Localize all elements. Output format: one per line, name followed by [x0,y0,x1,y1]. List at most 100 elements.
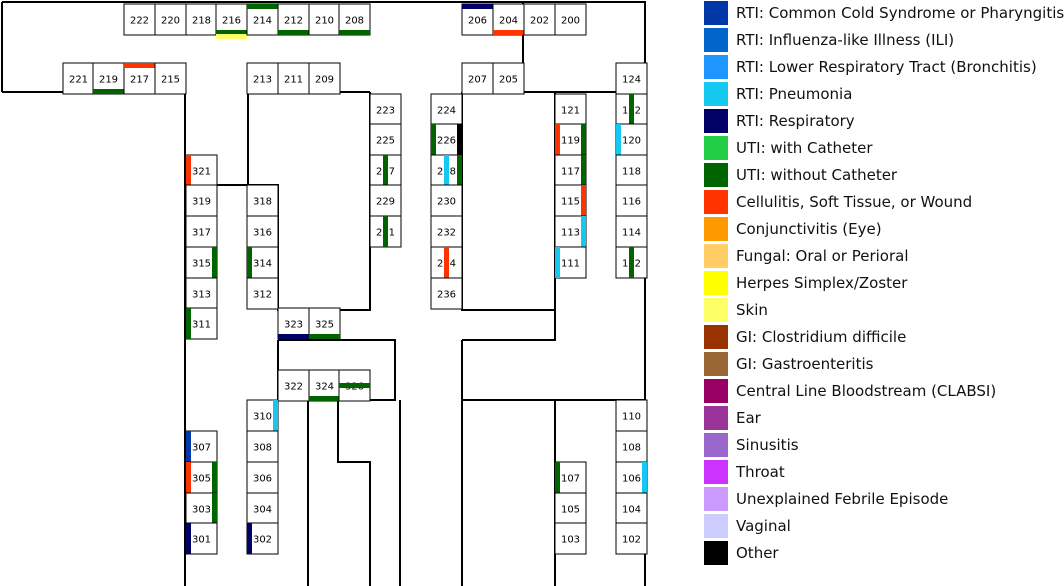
room-229[interactable]: 229 [369,184,402,217]
room-box[interactable] [185,277,218,310]
room-316[interactable]: 316 [246,215,279,248]
room-236[interactable]: 236 [430,277,463,310]
room-212[interactable]: 212 [277,3,310,36]
room-box[interactable] [615,215,648,248]
room-216[interactable]: 216 [215,3,248,39]
room-box[interactable] [154,62,187,95]
room-106[interactable]: 106 [615,461,648,494]
room-box[interactable] [492,62,525,95]
room-207[interactable]: 207 [461,62,494,95]
room-305[interactable]: 305 [185,461,218,494]
room-box[interactable] [615,399,648,432]
room-227[interactable]: 227 [369,154,402,187]
room-box[interactable] [615,461,648,494]
room-224[interactable]: 224 [430,93,463,126]
room-124[interactable]: 124 [615,62,648,95]
room-114[interactable]: 114 [615,215,648,248]
room-214[interactable]: 214 [246,3,279,36]
room-box[interactable] [308,307,341,340]
room-116[interactable]: 116 [615,184,648,217]
room-303[interactable]: 303 [185,492,218,525]
room-211[interactable]: 211 [277,62,310,95]
room-box[interactable] [185,3,218,36]
room-215[interactable]: 215 [154,62,187,95]
room-202[interactable]: 202 [523,3,556,36]
room-323[interactable]: 323 [277,307,310,340]
room-box[interactable] [615,522,648,555]
room-319[interactable]: 319 [185,184,218,217]
room-107[interactable]: 107 [554,461,587,494]
room-box[interactable] [62,62,95,95]
room-113[interactable]: 113 [554,215,587,248]
room-205[interactable]: 205 [492,62,525,95]
room-box[interactable] [615,62,648,95]
room-220[interactable]: 220 [154,3,187,36]
room-box[interactable] [246,246,279,279]
room-box[interactable] [615,492,648,525]
room-228[interactable]: 228 [430,154,463,187]
room-326[interactable]: 326 [338,369,371,402]
room-box[interactable] [246,399,279,432]
room-105[interactable]: 105 [554,492,587,525]
room-box[interactable] [185,154,218,187]
room-225[interactable]: 225 [369,123,402,156]
room-103[interactable]: 103 [554,522,587,555]
room-box[interactable] [246,430,279,463]
room-box[interactable] [123,62,156,95]
room-box[interactable] [615,154,648,187]
room-108[interactable]: 108 [615,430,648,463]
room-306[interactable]: 306 [246,461,279,494]
room-box[interactable] [430,93,463,126]
room-104[interactable]: 104 [615,492,648,525]
room-box[interactable] [554,461,587,494]
room-308[interactable]: 308 [246,430,279,463]
room-304[interactable]: 304 [246,492,279,525]
room-box[interactable] [554,3,587,36]
room-box[interactable] [461,3,494,36]
room-232[interactable]: 232 [430,215,463,248]
room-208[interactable]: 208 [338,3,371,36]
room-222[interactable]: 222 [123,3,156,36]
room-313[interactable]: 313 [185,277,218,310]
room-box[interactable] [185,522,218,555]
room-box[interactable] [123,3,156,36]
room-102[interactable]: 102 [615,522,648,555]
room-321[interactable]: 321 [185,154,218,187]
room-318[interactable]: 318 [246,184,279,217]
room-322[interactable]: 322 [277,369,310,402]
room-302[interactable]: 302 [246,522,279,555]
room-box[interactable] [308,62,341,95]
room-310[interactable]: 310 [246,399,279,432]
room-box[interactable] [369,123,402,156]
room-122[interactable]: 122 [615,93,648,126]
room-box[interactable] [615,123,648,156]
room-315[interactable]: 315 [185,246,218,279]
room-111[interactable]: 111 [554,246,587,279]
room-115[interactable]: 115 [554,184,587,217]
room-210[interactable]: 210 [308,3,341,36]
room-206[interactable]: 206 [461,3,494,36]
room-223[interactable]: 223 [369,93,402,126]
room-120[interactable]: 120 [615,123,648,156]
room-box[interactable] [430,215,463,248]
room-box[interactable] [185,492,218,525]
room-204[interactable]: 204 [492,3,525,36]
room-119[interactable]: 119 [554,123,587,156]
room-218[interactable]: 218 [185,3,218,36]
room-226[interactable]: 226 [430,123,463,156]
room-221[interactable]: 221 [62,62,95,95]
room-301[interactable]: 301 [185,522,218,555]
room-312[interactable]: 312 [246,277,279,310]
room-317[interactable]: 317 [185,215,218,248]
room-box[interactable] [246,492,279,525]
room-219[interactable]: 219 [92,62,125,95]
room-box[interactable] [430,277,463,310]
room-box[interactable] [277,3,310,36]
room-324[interactable]: 324 [308,369,341,402]
room-box[interactable] [185,430,218,463]
room-box[interactable] [185,184,218,217]
room-110[interactable]: 110 [615,399,648,432]
room-box[interactable] [185,215,218,248]
room-box[interactable] [246,461,279,494]
room-box[interactable] [461,62,494,95]
